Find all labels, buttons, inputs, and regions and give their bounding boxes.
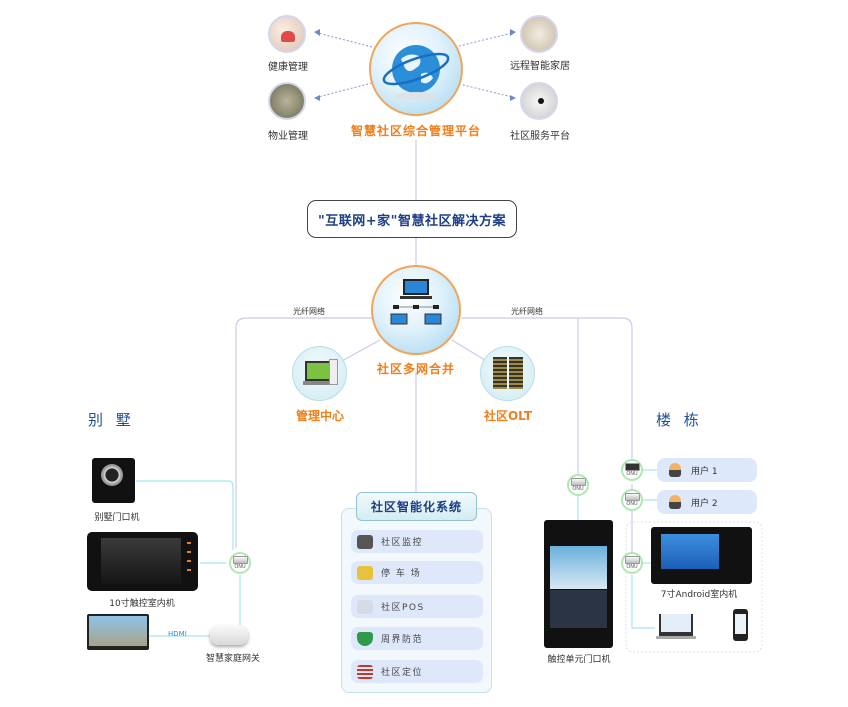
management-center-icon [292,346,347,401]
service-phone-icon [520,82,558,120]
villa-door-station [92,458,135,503]
unit-door-station-label: 触控单元门口机 [547,655,611,665]
user-label: 用户 2 [691,498,718,509]
platform-globe [369,22,463,116]
system-item-perimeter[interactable]: 周界防范 [351,627,483,650]
arrow-service [454,82,513,98]
satellite-label-health: 健康管理 [268,62,308,73]
property-building-icon [268,82,306,120]
health-heart-icon [268,15,306,53]
network-hub-label: 社区多网合并 [376,362,455,376]
building-onu-2: ONU [621,489,643,511]
cctv-camera-icon [357,534,373,549]
parking-car-icon [357,565,373,580]
system-item-parking[interactable]: 停 车 场 [351,561,483,584]
system-item-label: 停 车 场 [381,569,422,579]
satellite-label-service: 社区服务平台 [510,131,570,142]
fiber-label-left: 光纤网络 [293,307,325,316]
laptop-icon [656,612,696,639]
villa-indoor-monitor-label: 10寸触控室内机 [109,599,175,609]
villa-onu: ONU [229,552,251,574]
arrow-smarthome [454,32,513,48]
unit-door-onu: ONU [567,474,589,496]
satellite-label-property: 物业管理 [268,131,308,142]
system-item-pos[interactable]: 社区POS [351,595,483,618]
user-1[interactable]: 用户 1 [657,458,757,482]
smart-gateway-label: 智慧家庭网关 [205,654,260,664]
olt-server-icon [480,346,535,401]
villa-indoor-monitor [87,532,198,591]
globe-icon [382,45,450,100]
arrow-property [317,82,373,98]
shield-icon [357,631,373,646]
intelligent-system-title: 社区智能化系统 [356,492,477,521]
building-onu-3: ONU [621,552,643,574]
system-item-label: 周界防范 [381,635,424,645]
management-center-label: 管理中心 [295,409,344,423]
android-indoor-monitor [651,527,752,584]
building-title: 楼 栋 [656,411,703,429]
television-icon [87,614,149,650]
system-item-monitoring[interactable]: 社区监控 [351,530,483,553]
arrow-health [317,32,373,48]
platform-center-label: 智慧社区综合管理平台 [350,124,481,138]
pos-terminal-icon [357,599,373,614]
android-indoor-monitor-label: 7寸Android室内机 [660,590,738,600]
smart-home-icon [520,15,558,53]
system-item-label: 社区监控 [381,538,424,548]
system-item-label: 社区POS [381,603,425,613]
satellite-label-smarthome: 远程智能家居 [510,61,570,72]
system-item-label: 社区定位 [381,668,424,678]
solution-title-box: "互联网+家"智慧社区解决方案 [307,200,517,238]
user-label: 用户 1 [691,466,718,477]
unit-door-station [544,520,613,648]
user-avatar-icon [669,495,681,509]
network-hub-globe [371,265,461,355]
user-avatar-icon [669,463,681,477]
hdmi-label: HDMI [168,630,187,638]
smart-gateway-icon [210,625,248,645]
olt-label: 社区OLT [483,409,533,423]
location-tower-icon [357,664,373,679]
network-topology-icon [390,279,442,325]
villa-title: 别 墅 [88,411,135,429]
building-onu-1: ONU [621,459,643,481]
villa-door-station-label: 别墅门口机 [94,513,140,523]
smartphone-icon [733,609,748,641]
user-2[interactable]: 用户 2 [657,490,757,514]
fiber-label-right: 光纤网络 [511,307,543,316]
system-item-positioning[interactable]: 社区定位 [351,660,483,683]
